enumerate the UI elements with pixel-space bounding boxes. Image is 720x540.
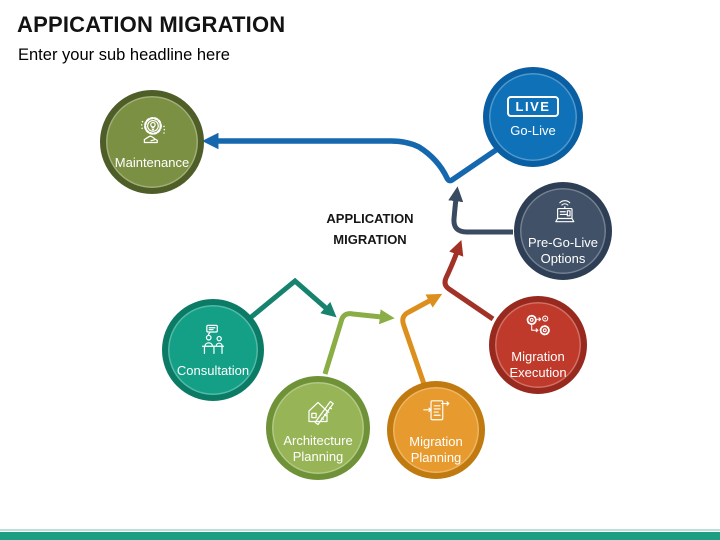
- node-migration-execution[interactable]: Migration Execution: [489, 296, 587, 394]
- node-consultation[interactable]: Consultation: [162, 299, 264, 401]
- gear-hand-maintenance-icon: [140, 116, 166, 143]
- slide-title: APPICATION MIGRATION: [17, 12, 286, 37]
- node-label-maintenance: Maintenance: [114, 154, 190, 170]
- connector-architecture-to-migration-planning: [322, 309, 395, 375]
- node-label-pre-go-live: Pre-Go-Live Options: [527, 234, 599, 266]
- node-pre-go-live-options[interactable]: Pre-Go-Live Options: [514, 182, 612, 280]
- node-architecture-planning[interactable]: Architecture Planning: [266, 376, 370, 480]
- node-label-architecture-planning: Architecture Planning: [283, 432, 353, 464]
- node-migration-planning[interactable]: Migration Planning: [387, 381, 485, 479]
- people-desk-icon: [201, 324, 225, 354]
- live-badge-icon: LIVE: [506, 95, 560, 117]
- gears-flow-icon: [526, 314, 550, 335]
- document-arrows-icon: [423, 399, 450, 420]
- footer-accent-line: [0, 529, 720, 531]
- diagram-center-title: APPLICATION MIGRATION: [326, 211, 414, 248]
- slide-subtitle: Enter your sub headline here: [18, 46, 230, 64]
- node-label-go-live: Go-Live: [510, 122, 556, 138]
- node-label-migration-execution: Migration Execution: [509, 348, 567, 380]
- connector-go-live-to-maintenance: [201, 132, 498, 184]
- node-maintenance[interactable]: Maintenance: [100, 90, 204, 194]
- connector-pre-go-live-to-go-live: [448, 186, 513, 235]
- footer-accent-bar: [0, 532, 720, 540]
- connector-consultation-to-architecture: [248, 277, 337, 320]
- connector-migration-planning-to-execution: [400, 293, 443, 385]
- laptop-wifi-icon: [555, 199, 575, 222]
- node-label-consultation: Consultation: [176, 362, 250, 378]
- node-go-live[interactable]: LIVE Go-Live: [483, 67, 583, 167]
- house-pencil-icon: [308, 400, 334, 425]
- node-label-migration-planning: Migration Planning: [409, 433, 463, 465]
- connector-execution-to-pre-go-live: [442, 240, 495, 322]
